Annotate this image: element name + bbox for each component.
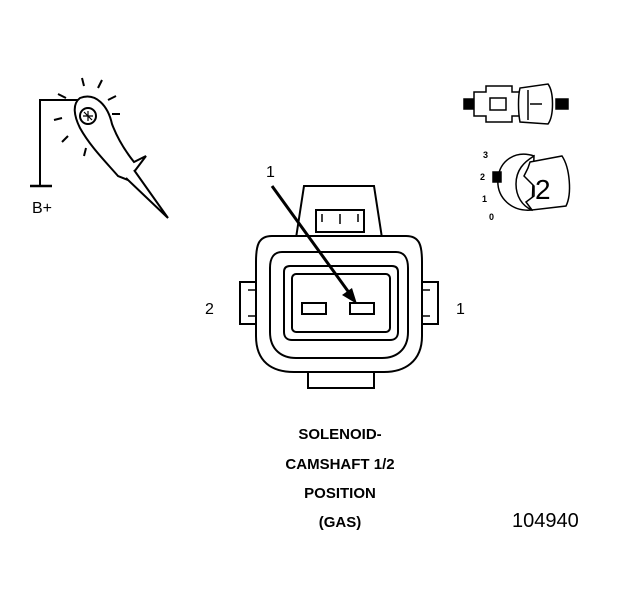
b-plus-label: B+: [32, 200, 53, 217]
caption-line-4: (GAS): [318, 514, 362, 531]
figure-number: 104940: [512, 510, 579, 532]
scale-label-2: 2: [480, 172, 486, 182]
scale-label-0: 0: [489, 212, 495, 222]
callout-pin-label: 1: [266, 164, 275, 181]
test-light-icon: [30, 77, 169, 219]
scale-label-1: 1: [482, 194, 488, 204]
pin-2-label: 2: [205, 301, 214, 318]
keyed-position-icon: [492, 153, 571, 212]
scale-label-3: 3: [483, 150, 489, 160]
connector-face-outline: [239, 185, 439, 389]
pin-1-label: 1: [456, 301, 465, 318]
caption-line-3: POSITION: [304, 485, 376, 502]
connector-side-view-icon: [463, 83, 569, 125]
caption-line-1: SOLENOID-: [298, 426, 382, 443]
terminal-2: [301, 302, 327, 315]
terminal-1: [349, 302, 375, 315]
caption-line-2: CAMSHAFT 1/2: [285, 456, 395, 473]
keyed-position-number: 2: [535, 174, 551, 205]
callout-arrow: [270, 185, 357, 304]
